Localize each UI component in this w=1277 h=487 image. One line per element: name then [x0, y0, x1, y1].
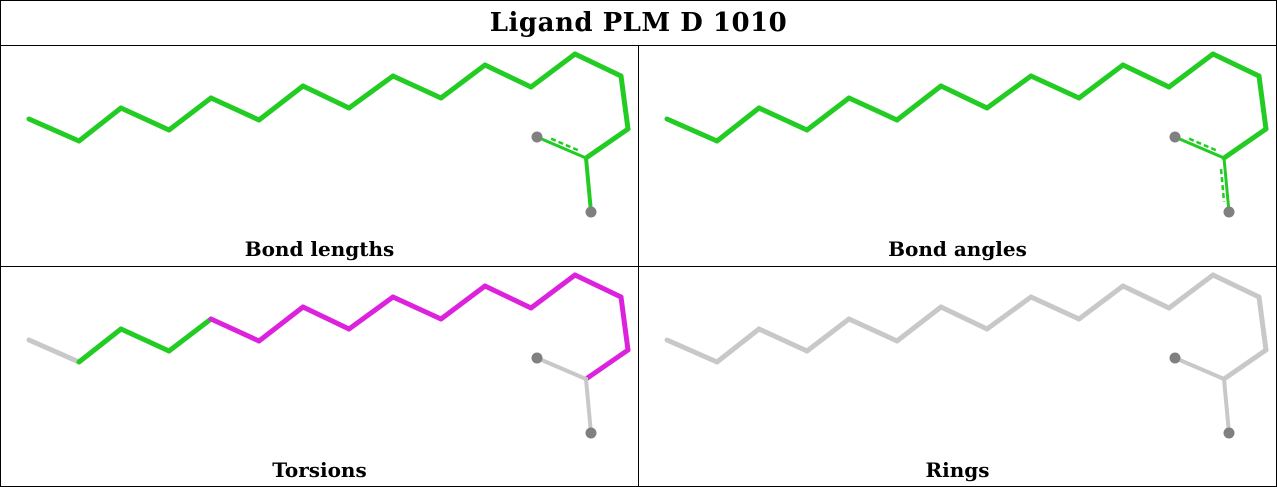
bond-1: [714, 105, 762, 144]
oxygen-atom-1: [1169, 131, 1181, 143]
bond-2: [756, 326, 810, 354]
bond-2: [118, 326, 172, 354]
bond-4: [846, 95, 900, 123]
bond-9: [438, 62, 488, 101]
bond-13: [618, 73, 631, 132]
carbonyl-bond: [1173, 356, 1226, 381]
bond-13: [1256, 73, 1269, 132]
bond-9: [438, 283, 488, 322]
bond-4: [208, 95, 262, 123]
bond-0: [26, 116, 82, 144]
oxygen-atom-1: [1169, 352, 1181, 364]
bond-10: [1120, 62, 1172, 90]
bond-5: [256, 304, 306, 344]
bond-13: [618, 294, 631, 353]
bond-10: [1120, 283, 1172, 311]
bond-0: [664, 116, 720, 144]
bond-2: [756, 105, 810, 133]
bond-6: [300, 83, 352, 111]
bond-11: [528, 51, 578, 90]
bond-3: [166, 95, 214, 133]
bond-6: [938, 304, 990, 332]
bond-8: [390, 73, 444, 101]
oxygen-atom-2: [585, 427, 597, 439]
carbonyl-bond: [535, 135, 588, 160]
bond-0: [664, 337, 720, 365]
carbonyl-bond-dashed: [547, 136, 579, 152]
hydroxyl-bond: [1222, 156, 1231, 214]
bond-1: [76, 105, 124, 144]
bond-13: [1256, 294, 1269, 353]
bond-6: [300, 304, 352, 332]
bond-11: [528, 272, 578, 311]
bond-2: [118, 105, 172, 133]
figure-title: Ligand PLM D 1010: [489, 8, 788, 38]
caption-bond-lengths: Bond lengths: [244, 237, 395, 261]
bond-12: [1210, 272, 1262, 300]
oxygen-atom-2: [585, 206, 597, 218]
molecule-bond-lengths: [26, 51, 631, 218]
bond-10: [482, 62, 534, 90]
bond-7: [346, 73, 396, 111]
molecule-rings: [664, 272, 1269, 439]
bond-5: [894, 304, 944, 344]
hydroxyl-bond-dashed: [1219, 169, 1226, 202]
panel-bond-angles: Bond angles: [639, 46, 1276, 267]
bond-5: [256, 83, 306, 123]
bond-12: [572, 51, 624, 79]
bond-0: [26, 337, 82, 365]
carbonyl-bond: [1173, 135, 1226, 160]
panel-torsions: Torsions: [1, 267, 639, 487]
title-cell: Ligand PLM D 1010: [1, 1, 1276, 46]
hydroxyl-bond: [584, 156, 593, 214]
molecule-bond-angles: [664, 51, 1269, 218]
bond-3: [804, 95, 852, 133]
bond-10: [482, 283, 534, 311]
bond-6: [938, 83, 990, 111]
bond-14: [1221, 126, 1269, 161]
bond-4: [208, 316, 262, 344]
panel-rings: Rings: [639, 267, 1276, 487]
oxygen-atom-2: [1223, 427, 1235, 439]
bond-7: [984, 73, 1034, 111]
bond-14: [583, 347, 631, 382]
bond-8: [1028, 294, 1082, 322]
bond-3: [804, 316, 852, 354]
carbonyl-bond-dashed: [1185, 136, 1217, 152]
bond-12: [572, 272, 624, 300]
bond-4: [846, 316, 900, 344]
bond-5: [894, 83, 944, 123]
bond-14: [1221, 347, 1269, 382]
caption-rings: Rings: [925, 458, 990, 482]
bond-1: [714, 326, 762, 365]
oxygen-atom-1: [531, 131, 543, 143]
bond-8: [390, 294, 444, 322]
bond-9: [1076, 62, 1126, 101]
bond-7: [984, 294, 1034, 332]
oxygen-atom-2: [1223, 206, 1235, 218]
bond-11: [1166, 272, 1216, 311]
bond-12: [1210, 51, 1262, 79]
carbonyl-bond: [535, 356, 588, 381]
molecule-torsions: [26, 272, 631, 439]
panel-bond-lengths: Bond lengths: [1, 46, 639, 267]
bond-7: [346, 294, 396, 332]
bond-8: [1028, 73, 1082, 101]
bond-9: [1076, 283, 1126, 322]
hydroxyl-bond: [584, 377, 593, 435]
hydroxyl-bond: [1222, 377, 1231, 435]
bond-1: [76, 326, 124, 365]
bond-11: [1166, 51, 1216, 90]
bond-3: [166, 316, 214, 354]
bond-14: [583, 126, 631, 161]
caption-torsions: Torsions: [272, 458, 367, 482]
caption-bond-angles: Bond angles: [888, 237, 1027, 261]
oxygen-atom-1: [531, 352, 543, 364]
